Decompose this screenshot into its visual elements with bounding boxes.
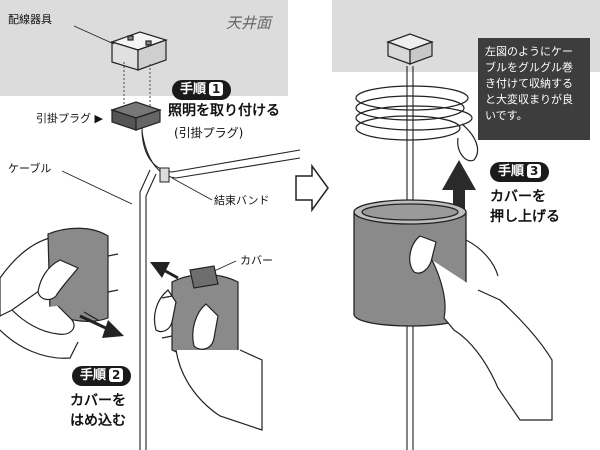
alignment-guides bbox=[123, 62, 151, 106]
coiled-cable bbox=[355, 85, 479, 162]
left-hand-with-cover bbox=[0, 227, 119, 359]
push-arrow-left bbox=[150, 262, 179, 280]
step3-badge-number: 3 bbox=[527, 164, 542, 178]
step1-sub: (引掛プラグ) bbox=[174, 126, 244, 140]
push-arrow-right bbox=[79, 314, 124, 338]
wiring-fixture bbox=[110, 31, 168, 71]
wiring-fixture-label: 配線器具 bbox=[8, 13, 52, 26]
cover-in-hand bbox=[153, 265, 263, 431]
pushing-hand bbox=[409, 235, 553, 421]
ceiling-label: 天井面 bbox=[226, 14, 272, 32]
leader-lines bbox=[61, 25, 237, 273]
step2-instruction-line1: カバーを bbox=[70, 393, 126, 409]
step3-instruction-line1: カバーを bbox=[490, 189, 546, 205]
hook-plug bbox=[110, 101, 162, 131]
step2-badge-number: 2 bbox=[109, 368, 124, 382]
step2-badge-text: 手順 bbox=[80, 368, 107, 383]
next-step-arrow bbox=[295, 163, 329, 213]
hook-plug-label: 引掛プラグ ▶ bbox=[36, 112, 103, 125]
cable-tie bbox=[159, 167, 170, 183]
step3-badge-text: 手順 bbox=[498, 164, 525, 179]
cable bbox=[139, 127, 301, 450]
step2-instruction-line2: はめ込む bbox=[70, 413, 126, 429]
step1-badge-number: 1 bbox=[209, 82, 224, 96]
cover-label: カバー bbox=[240, 254, 273, 267]
cable-tie-label: 結束バンド bbox=[214, 194, 270, 207]
step1-instruction: 照明を取り付ける bbox=[168, 103, 280, 119]
cable-label: ケーブル bbox=[8, 162, 52, 175]
step3-instruction-line2: 押し上げる bbox=[490, 209, 560, 225]
step1-badge-text: 手順 bbox=[180, 82, 207, 97]
storage-note: 左図のようにケーブルをグルグル巻き付けて収納すると大変収まりが良いです。 bbox=[478, 38, 590, 140]
mounted-fixture bbox=[386, 33, 434, 65]
cover-cylinder bbox=[353, 199, 467, 327]
